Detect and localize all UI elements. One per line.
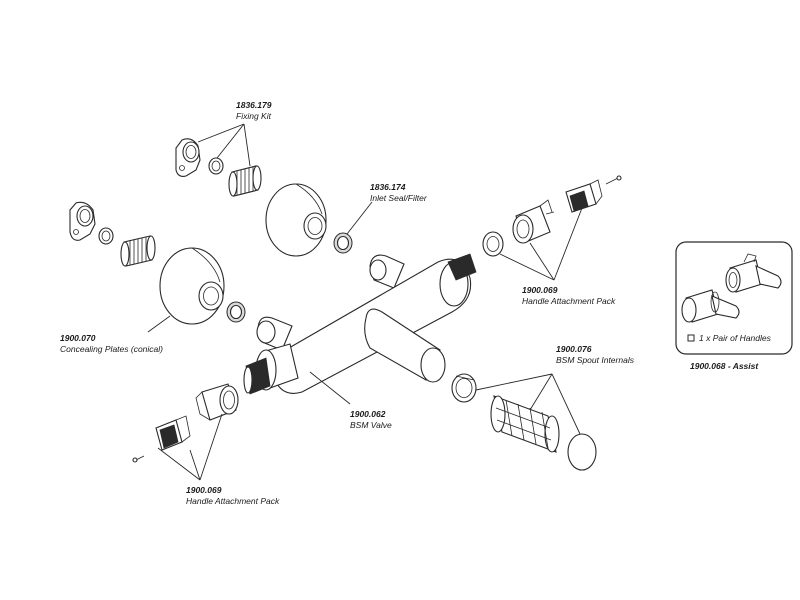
handle-pack-right <box>482 175 622 257</box>
concealing-plate-upper <box>265 183 327 257</box>
inlet-seal-name: Inlet Seal/Filter <box>370 193 428 203</box>
inlet-seal-upper <box>333 232 353 254</box>
handle-pack-left-name: Handle Attachment Pack <box>186 496 280 506</box>
concealing-plates-number: 1900.070 <box>60 333 96 343</box>
handle-pack-right-name: Handle Attachment Pack <box>522 296 616 306</box>
label-fixing-kit: 1836.179 Fixing Kit <box>236 100 272 121</box>
spout-internals-name: BSM Spout Internals <box>556 355 635 365</box>
fixing-kit-number: 1836.179 <box>236 100 272 110</box>
fixing-kit-name: Fixing Kit <box>236 111 272 121</box>
label-bsm-valve: 1900.062 BSM Valve <box>350 409 392 430</box>
handles-illustration <box>681 253 782 323</box>
spout-internals <box>451 373 597 471</box>
label-handle-pack-left: 1900.069 Handle Attachment Pack <box>186 485 280 506</box>
bsm-valve-number: 1900.062 <box>350 409 386 419</box>
fixing-kit-upper <box>175 138 262 197</box>
handle-pack-right-number: 1900.069 <box>522 285 558 295</box>
assist-box: 1 x Pair of Handles <box>675 241 793 355</box>
inlet-seal-lower <box>226 301 246 323</box>
inlet-seal-number: 1836.174 <box>370 182 406 192</box>
concealing-plates-name: Concealing Plates (conical) <box>60 344 163 354</box>
spout-internals-number: 1900.076 <box>556 344 592 354</box>
fixing-kit-lower <box>69 201 156 267</box>
assist-caption: 1900.068 - Assist <box>690 361 759 371</box>
pair-of-handles-checkbox[interactable] <box>687 334 695 342</box>
bsm-valve-body <box>243 253 477 395</box>
handle-pack-left <box>132 383 239 463</box>
handle-pack-left-number: 1900.069 <box>186 485 222 495</box>
concealing-plate-lower <box>159 247 225 325</box>
label-spout-internals: 1900.076 BSM Spout Internals <box>556 344 635 365</box>
label-handle-pack-right: 1900.069 Handle Attachment Pack <box>522 285 616 306</box>
label-concealing-plates: 1900.070 Concealing Plates (conical) <box>60 333 163 354</box>
bsm-valve-name: BSM Valve <box>350 420 392 430</box>
label-inlet-seal: 1836.174 Inlet Seal/Filter <box>370 182 428 203</box>
leader-lines <box>147 123 583 481</box>
pair-of-handles-label: 1 x Pair of Handles <box>699 333 772 343</box>
